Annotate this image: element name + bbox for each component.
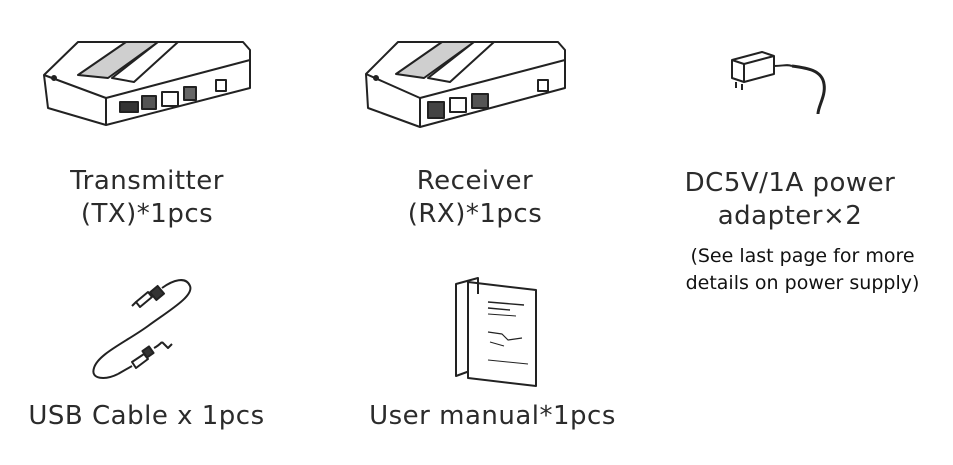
power-adapter-caption: DC5V/1A power adapter×2 <box>680 167 900 233</box>
user-manual-icon <box>455 277 537 387</box>
transmitter-illustration <box>38 20 258 130</box>
power-supply-note: (See last page for more details on power… <box>660 243 945 297</box>
user-manual-label: User manual*1pcs <box>369 401 616 431</box>
power-supply-note-line-1: (See last page for more <box>690 245 915 267</box>
power-adapter-spec: DC5V/1A power <box>684 168 896 198</box>
power-adapter-icon <box>731 51 826 115</box>
power-adapter-illustration <box>722 44 842 116</box>
transmitter-quantity: (TX)*1pcs <box>80 199 214 229</box>
receiver-box-icon <box>365 41 566 128</box>
receiver-illustration <box>360 22 570 132</box>
power-adapter-quantity: adapter×2 <box>717 201 863 231</box>
receiver-quantity: (RX)*1pcs <box>407 199 543 229</box>
usb-cable-caption: USB Cable x 1pcs <box>24 400 269 433</box>
receiver-name: Receiver <box>416 166 534 196</box>
transmitter-box-icon <box>43 41 251 126</box>
transmitter-caption: Transmitter (TX)*1pcs <box>47 165 247 231</box>
user-manual-caption: User manual*1pcs <box>360 400 625 433</box>
power-supply-note-line-2: details on power supply) <box>685 272 920 294</box>
usb-cable-illustration <box>78 262 208 392</box>
user-manual-illustration <box>444 276 544 391</box>
usb-cable-label: USB Cable x 1pcs <box>28 401 265 431</box>
receiver-caption: Receiver (RX)*1pcs <box>375 165 575 231</box>
transmitter-name: Transmitter <box>70 166 224 196</box>
usb-cable-icon <box>92 279 192 379</box>
